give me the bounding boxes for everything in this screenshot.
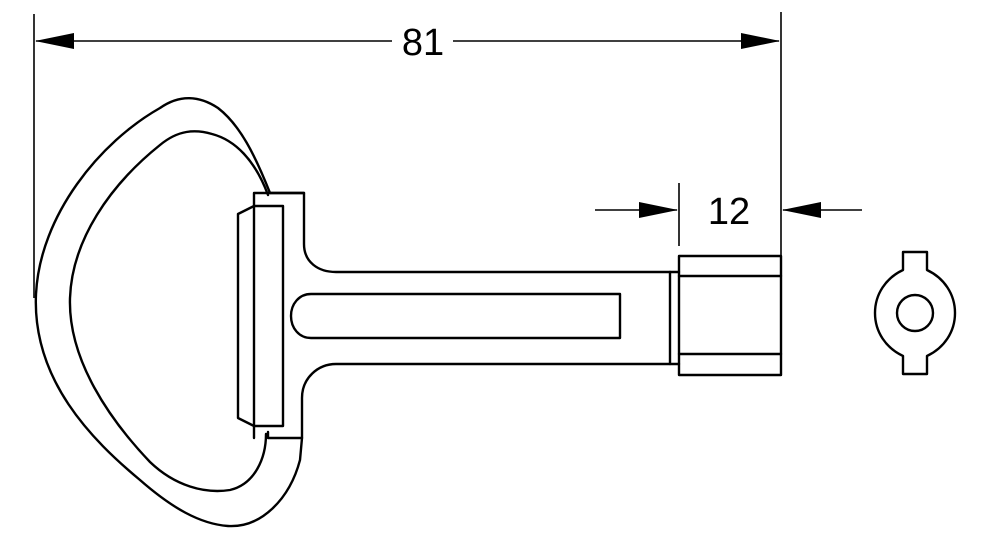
shaft-groove <box>289 292 622 340</box>
key-body <box>34 97 783 528</box>
grip-plate-inner <box>252 204 285 428</box>
overall-length-dimension: 81 <box>33 12 782 376</box>
bow-outer-outline <box>34 97 304 528</box>
overall-length-label: 81 <box>402 22 444 64</box>
tip-right-arrowhead <box>782 202 821 218</box>
tip-length-label: 12 <box>708 191 750 233</box>
tip-end-view <box>873 250 957 376</box>
tip-length-dimension: 12 <box>595 183 862 246</box>
overall-right-arrowhead <box>741 33 780 49</box>
overall-left-arrowhead <box>35 33 74 49</box>
tip-left-arrowhead <box>639 202 678 218</box>
shoulder-upper-outline <box>268 191 681 274</box>
bow-inner-outline <box>68 130 270 493</box>
tip-body <box>677 254 783 377</box>
end-view-bore <box>895 293 935 333</box>
grip-plate-outer <box>236 191 306 440</box>
shoulder-lower-outline <box>266 362 681 440</box>
end-view-profile <box>873 250 957 376</box>
key-tip <box>677 254 783 377</box>
